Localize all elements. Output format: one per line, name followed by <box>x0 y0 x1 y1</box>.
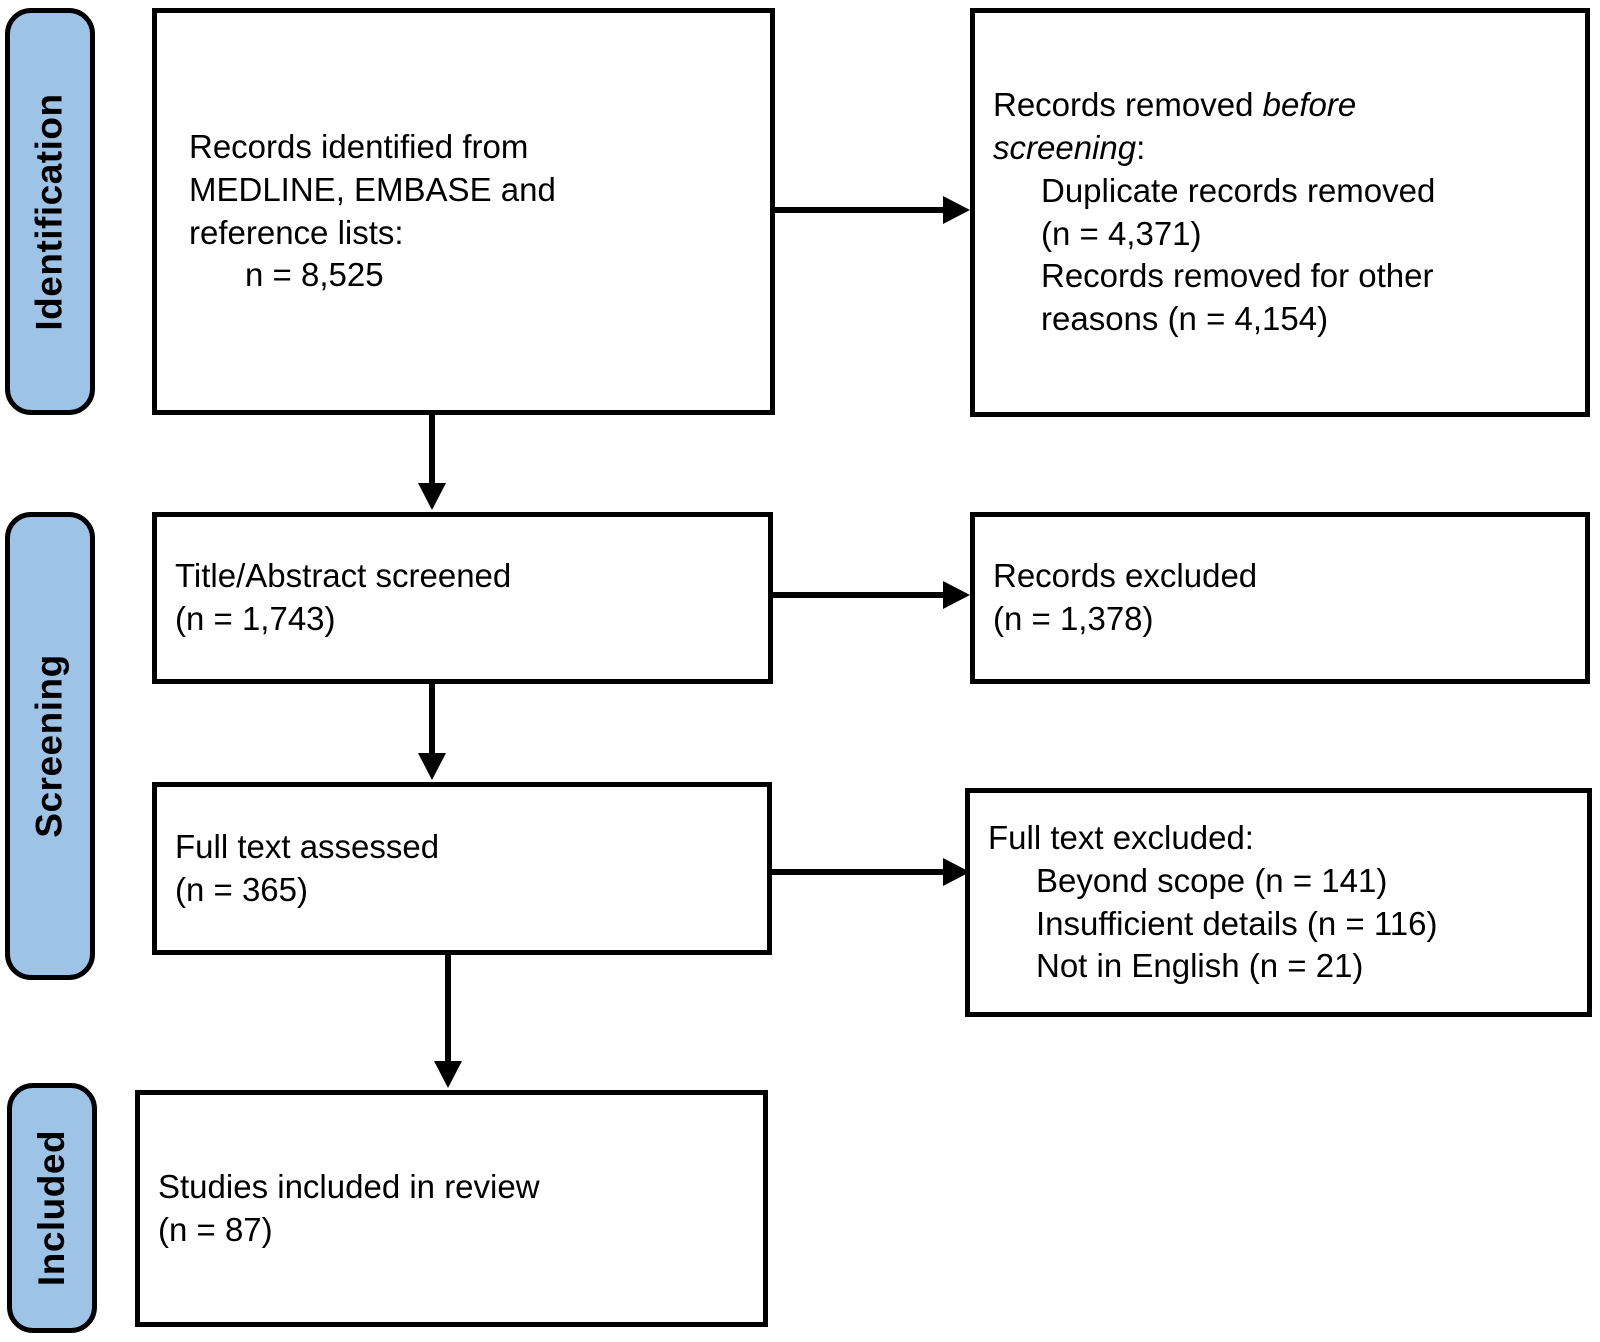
box-line: (n = 365) <box>175 870 308 908</box>
box-line-text: Records removed <box>993 85 1263 123</box>
box-line-text: : <box>1136 128 1146 166</box>
arrowhead-identified-to-screened <box>418 483 446 510</box>
box-line: Records removed before <box>993 84 1567 127</box>
box-line: reference lists: <box>189 213 404 251</box>
box-line: Records excluded <box>993 557 1258 595</box>
box-line: (n = 87) <box>158 1210 273 1248</box>
stage-screening-label: Screening <box>29 654 70 838</box>
arrow-fulltext-to-included <box>445 953 451 1063</box>
box-item: Records removed for other <box>1041 257 1434 295</box>
box-line: (n = 1,743) <box>175 600 336 637</box>
box-line-italic: before <box>1262 85 1357 123</box>
arrowhead-identified-to-removed <box>943 196 970 224</box>
box-line: Full text assessed <box>175 827 440 865</box>
box-title-abstract-screened: Title/Abstract screened (n = 1,743) <box>152 512 773 684</box>
stage-screening: Screening <box>5 512 95 980</box>
box-line: MEDLINE, EMBASE and <box>189 170 556 208</box>
box-line: screening: <box>993 127 1567 170</box>
arrowhead-screened-to-excluded <box>943 581 970 609</box>
box-item: Insufficient details (n = 116) <box>1036 904 1438 942</box>
box-full-text-assessed: Full text assessed (n = 365) <box>152 782 772 955</box>
box-records-identified: Records identified from MEDLINE, EMBASE … <box>152 8 775 415</box>
arrow-identified-to-removed <box>775 207 945 213</box>
box-item: reasons (n = 4,154) <box>1041 300 1329 338</box>
arrow-identified-to-screened <box>429 415 435 485</box>
stage-identification: Identification <box>5 8 95 415</box>
box-line: Studies included in review <box>158 1167 540 1205</box>
stage-identification-label: Identification <box>29 92 71 331</box>
box-item: Beyond scope (n = 141) <box>1036 861 1388 899</box>
arrowhead-fulltext-to-ftexcluded <box>943 858 970 886</box>
box-studies-included: Studies included in review (n = 87) <box>135 1090 768 1327</box>
arrow-screened-to-excluded <box>773 592 945 598</box>
box-records-removed: Records removed before screening: Duplic… <box>970 8 1590 417</box>
box-line: Full text excluded: <box>988 818 1254 856</box>
box-line: (n = 1,378) <box>993 600 1154 637</box>
arrow-fulltext-to-ftexcluded <box>772 869 945 875</box>
arrowhead-fulltext-to-included <box>434 1061 462 1088</box>
box-line: Title/Abstract screened <box>175 557 512 595</box>
box-item: Duplicate records removed <box>1041 171 1436 209</box>
arrowhead-screened-to-fulltext <box>418 753 446 780</box>
box-records-excluded: Records excluded (n = 1,378) <box>970 512 1590 684</box>
box-item: Not in English (n = 21) <box>1036 947 1364 985</box>
stage-included-label: Included <box>31 1129 72 1287</box>
stage-included: Included <box>7 1083 97 1333</box>
box-item: (n = 4,371) <box>1041 214 1202 252</box>
box-line-italic: screening <box>993 128 1137 166</box>
arrow-screened-to-fulltext <box>429 683 435 755</box>
box-full-text-excluded: Full text excluded: Beyond scope (n = 14… <box>965 788 1592 1017</box>
box-line: Records identified from <box>189 127 529 165</box>
box-count: n = 8,525 <box>245 256 384 294</box>
